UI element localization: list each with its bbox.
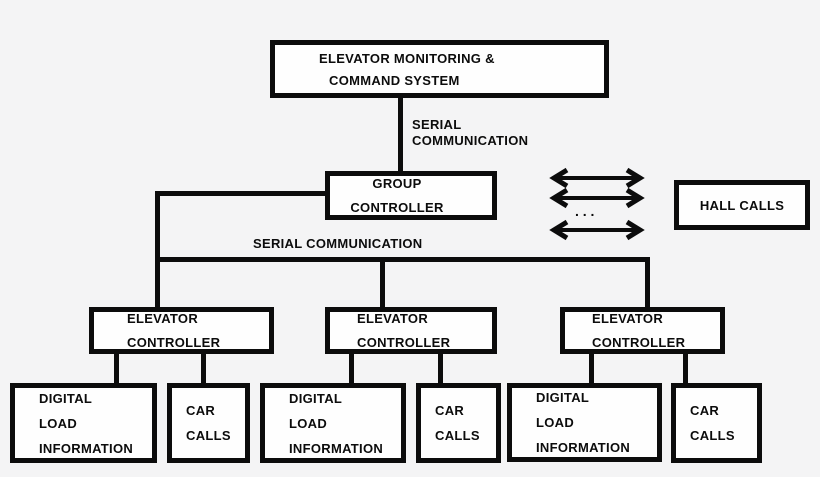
- connector-bus-to-ec2: [380, 261, 385, 308]
- serial-label-line2: COMMUNICATION: [412, 133, 529, 148]
- emcs-box: ELEVATOR MONITORING & COMMAND SYSTEM: [270, 40, 609, 98]
- group-controller-box: GROUP CONTROLLER: [325, 171, 497, 220]
- group-controller-line1: GROUP: [372, 176, 422, 191]
- digital-load-info-box-3: DIGITAL LOAD INFORMATION: [507, 383, 662, 462]
- connector-ec2-to-cc2: [438, 352, 443, 384]
- connector-ec3-to-cc3: [683, 352, 688, 384]
- ec1-line1: ELEVATOR: [127, 311, 199, 326]
- ec2-line2: CONTROLLER: [357, 335, 451, 350]
- elevator-controller-box-1: ELEVATOR CONTROLLER: [89, 307, 274, 354]
- ec3-line1: ELEVATOR: [592, 311, 664, 326]
- ec1-line2: CONTROLLER: [127, 335, 221, 350]
- group-controller-line2: CONTROLLER: [350, 200, 444, 215]
- connector-left-drop: [155, 191, 160, 308]
- dli1-line2: LOAD: [39, 415, 78, 431]
- emcs-label-line2: COMMAND SYSTEM: [329, 72, 460, 88]
- connector-emcs-to-group: [398, 96, 403, 172]
- car-calls-box-1: CAR CALLS: [167, 383, 250, 463]
- dli2-line3: INFORMATION: [289, 440, 384, 456]
- cc3-line2: CALLS: [690, 428, 735, 443]
- car-calls-box-3: CAR CALLS: [671, 383, 762, 463]
- elevator-controller-box-2: ELEVATOR CONTROLLER: [325, 307, 497, 354]
- dli1-line1: DIGITAL: [39, 390, 93, 406]
- connector-ec1-to-dli1: [114, 352, 119, 384]
- dli2-line2: LOAD: [289, 415, 328, 431]
- dli3-line2: LOAD: [536, 415, 575, 430]
- serial-communication-label: SERIAL COMMUNICATION: [412, 117, 528, 149]
- car-calls-box-2: CAR CALLS: [416, 383, 501, 463]
- hall-calls-label: HALL CALLS: [699, 197, 785, 213]
- dli2-line1: DIGITAL: [289, 390, 343, 406]
- hall-calls-box: HALL CALLS: [674, 180, 810, 230]
- dli3-line3: INFORMATION: [536, 440, 631, 455]
- digital-load-info-box-1: DIGITAL LOAD INFORMATION: [10, 383, 157, 463]
- serial-bus-label: SERIAL COMMUNICATION: [253, 236, 423, 251]
- cc1-line2: CALLS: [186, 428, 231, 443]
- cc3-line1: CAR: [690, 403, 720, 418]
- serial-label-line1: SERIAL: [412, 117, 462, 132]
- digital-load-info-box-2: DIGITAL LOAD INFORMATION: [260, 383, 406, 463]
- connector-bus-to-ec3: [645, 261, 650, 308]
- elevator-controller-box-3: ELEVATOR CONTROLLER: [560, 307, 725, 354]
- cc1-line1: CAR: [186, 403, 216, 418]
- arrows-ellipsis: . . .: [575, 203, 594, 219]
- connector-ec1-to-cc1: [201, 352, 206, 384]
- connector-ec3-to-dli3: [589, 352, 594, 384]
- ec3-line2: CONTROLLER: [592, 335, 686, 350]
- serial-bus-line: [155, 257, 650, 262]
- dli3-line1: DIGITAL: [536, 390, 590, 405]
- dli1-line3: INFORMATION: [39, 440, 134, 456]
- cc2-line1: CAR: [435, 403, 465, 418]
- connector-group-left: [155, 191, 330, 196]
- ec2-line1: ELEVATOR: [357, 311, 429, 326]
- emcs-label-line1: ELEVATOR MONITORING &: [319, 50, 495, 66]
- cc2-line2: CALLS: [435, 428, 480, 443]
- hall-calls-arrows: . . .: [549, 167, 645, 241]
- connector-ec2-to-dli2: [349, 352, 354, 384]
